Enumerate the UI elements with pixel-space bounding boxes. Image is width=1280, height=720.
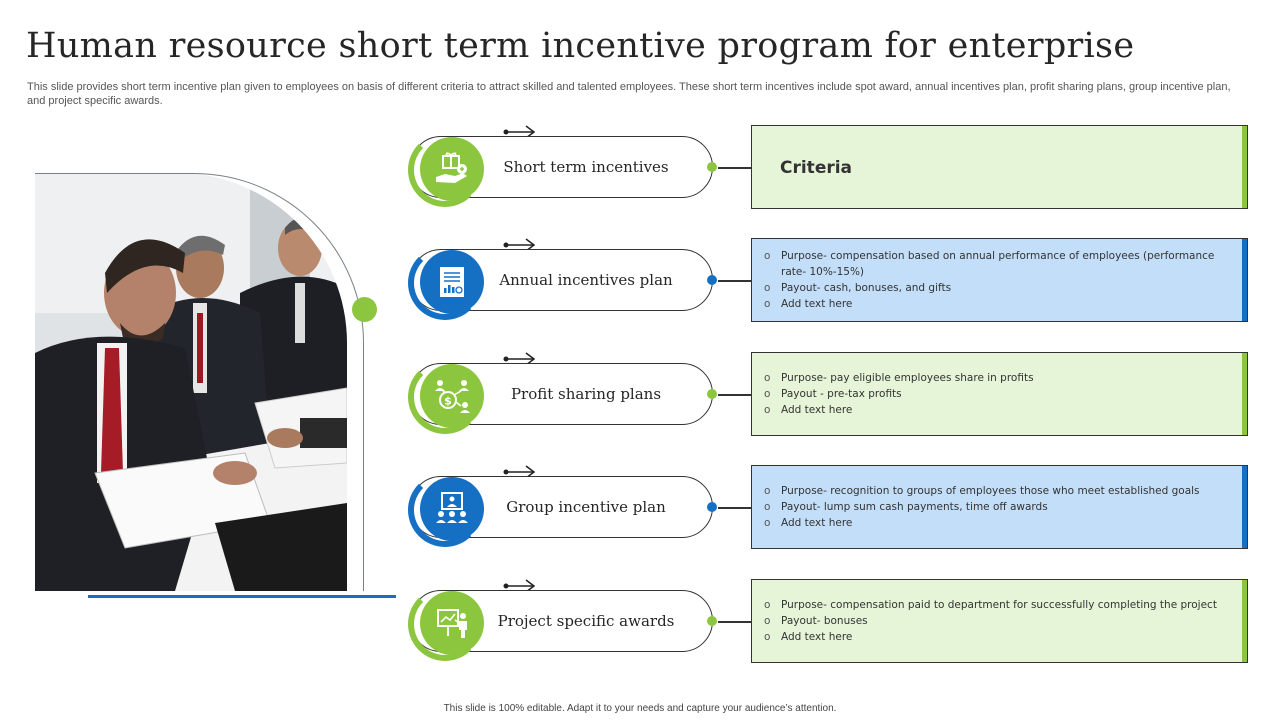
photo-arch-frame — [35, 173, 364, 591]
stage-short-term-incentives: Short term incentives — [408, 125, 720, 218]
stage-label: Project specific awards — [497, 612, 675, 630]
stage-ring — [408, 587, 482, 661]
svg-text:$: $ — [444, 395, 452, 408]
connector-line — [718, 394, 752, 396]
presenter-board-icon — [437, 609, 467, 638]
criteria-text: Add text here — [781, 517, 853, 529]
stage-icon-circle — [420, 477, 484, 541]
stage-label: Annual incentives plan — [499, 271, 673, 289]
bullet-marker: o — [764, 615, 771, 627]
list-item: o Add text here — [764, 629, 1227, 645]
connector-line — [718, 621, 752, 623]
stage-knob — [707, 616, 717, 626]
gift-hand-icon — [436, 152, 467, 183]
criteria-text: Add text here — [781, 298, 853, 310]
stage-ring — [408, 133, 482, 207]
stage-knob — [707, 389, 717, 399]
slide-footer-note: This slide is 100% editable. Adapt it to… — [443, 703, 837, 714]
card-accent-edge — [1242, 239, 1247, 321]
connector-line — [718, 507, 752, 509]
criteria-list: o Purpose- compensation paid to departmen… — [752, 580, 1247, 645]
stage-icon-circle — [420, 137, 484, 201]
criteria-text: Add text here — [781, 631, 853, 643]
card-accent-edge — [1242, 466, 1247, 548]
stage-knob — [707, 162, 717, 172]
bullet-marker: o — [764, 517, 771, 529]
stage-ring — [408, 246, 482, 320]
criteria-heading: Criteria — [780, 158, 853, 178]
stage-knob — [707, 502, 717, 512]
criteria-list: o Purpose- pay eligible employees share i… — [752, 353, 1247, 418]
arrow-icon — [503, 579, 536, 593]
bullet-marker: o — [764, 501, 771, 513]
bullet-marker: o — [764, 298, 771, 310]
card-accent-edge — [1242, 126, 1247, 208]
profit-sharing-network-icon: $ — [435, 380, 470, 413]
stage-ring — [408, 473, 482, 547]
list-item: o Add text here — [764, 515, 1227, 531]
stage-icon-circle: $ — [420, 364, 484, 428]
stage-profit-sharing-plans: $ Profit sharing plans — [408, 352, 720, 445]
stage-label: Short term incentives — [503, 158, 669, 176]
criteria-text: Purpose- recognition to groups of employ… — [781, 485, 1200, 497]
bullet-marker: o — [764, 388, 771, 400]
stage-ring — [408, 360, 482, 434]
connector-line — [718, 167, 752, 169]
list-item: o Purpose- pay eligible employees share i… — [764, 370, 1227, 386]
stage-icon-circle — [420, 250, 484, 314]
photo-accent-dot — [352, 297, 377, 322]
list-item: o Payout- bonuses — [764, 613, 1227, 629]
group-presentation-icon — [436, 492, 468, 523]
arrow-icon — [503, 238, 536, 252]
criteria-card-group: o Purpose- recognition to groups of emplo… — [751, 465, 1248, 549]
criteria-text: Payout- cash, bonuses, and gifts — [781, 282, 952, 294]
list-item: o Purpose- compensation paid to departmen… — [764, 597, 1227, 613]
bullet-marker: o — [764, 282, 771, 294]
criteria-card-annual: o Purpose- compensation based on annual p… — [751, 238, 1248, 322]
stage-group-incentive-plan: Group incentive plan — [408, 465, 720, 558]
bullet-marker: o — [764, 250, 771, 262]
stage-icon-circle — [420, 591, 484, 655]
bullet-marker: o — [764, 404, 771, 416]
list-item: o Add text here — [764, 296, 1227, 312]
stage-label: Profit sharing plans — [510, 385, 662, 403]
criteria-text: Payout- lump sum cash payments, time off… — [781, 501, 1048, 513]
criteria-text: Add text here — [781, 404, 853, 416]
criteria-text: Purpose- compensation paid to department… — [781, 599, 1217, 611]
criteria-card-project: o Purpose- compensation paid to departmen… — [751, 579, 1248, 663]
bullet-marker: o — [764, 599, 771, 611]
criteria-list: o Purpose- recognition to groups of emplo… — [752, 466, 1247, 531]
slide-subtitle: This slide provides short term incentive… — [27, 81, 1231, 107]
criteria-header-card: Criteria — [751, 125, 1248, 209]
criteria-card-profit-sharing: o Purpose- pay eligible employees share i… — [751, 352, 1248, 436]
list-item: o Payout- cash, bonuses, and gifts — [764, 280, 1227, 296]
stage-label: Group incentive plan — [506, 498, 666, 516]
criteria-text: Payout - pre-tax profits — [781, 388, 902, 400]
criteria-list: o Purpose- compensation based on annual p… — [752, 239, 1247, 312]
slide-title: Human resource short term incentive prog… — [26, 26, 1135, 66]
stage-knob — [707, 275, 717, 285]
list-item: o Payout- lump sum cash payments, time of… — [764, 499, 1227, 515]
criteria-text: Purpose- pay eligible employees share in… — [781, 372, 1034, 384]
list-item: o Purpose- recognition to groups of emplo… — [764, 483, 1227, 499]
card-accent-edge — [1242, 353, 1247, 435]
criteria-text: Purpose- compensation based on annual pe… — [781, 250, 1215, 278]
stage-annual-incentives-plan: Annual incentives plan — [408, 238, 720, 331]
stage-project-specific-awards: Project specific awards — [408, 579, 720, 672]
report-document-icon — [440, 267, 464, 297]
card-accent-edge — [1242, 580, 1247, 662]
criteria-text: Payout- bonuses — [781, 615, 868, 627]
photo-underline — [88, 595, 396, 598]
bullet-marker: o — [764, 631, 771, 643]
list-item: o Purpose- compensation based on annual p… — [764, 248, 1227, 280]
bullet-marker: o — [764, 372, 771, 384]
list-item: o Add text here — [764, 402, 1227, 418]
bullet-marker: o — [764, 485, 771, 497]
connector-line — [718, 280, 752, 282]
list-item: o Payout - pre-tax profits — [764, 386, 1227, 402]
